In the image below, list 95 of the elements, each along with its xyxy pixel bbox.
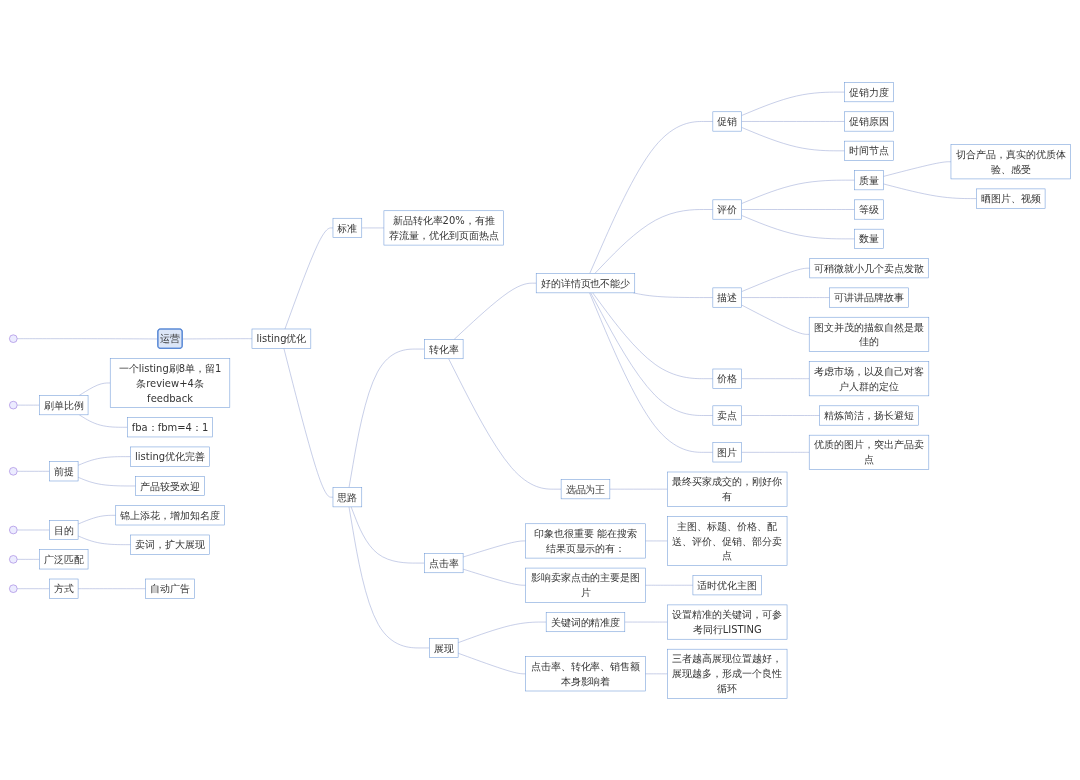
node-box: 选品为王	[560, 478, 611, 499]
node-box: 思路	[332, 486, 363, 507]
node-box: 目的	[49, 519, 79, 540]
node-box: 图文并茂的描叙自然是最佳的	[808, 316, 930, 352]
node-box: 适时优化主图	[692, 574, 762, 595]
connector	[589, 292, 714, 453]
connector	[589, 120, 714, 274]
connector	[77, 476, 136, 486]
node-box: 促销力度	[844, 81, 894, 102]
connector	[457, 621, 547, 643]
connector	[350, 506, 425, 563]
node-box: 点击率、转化率、销售额本身影响着	[525, 655, 646, 691]
connector	[645, 673, 668, 674]
connector	[77, 514, 117, 524]
connector	[741, 296, 830, 298]
node-box: 描述	[712, 287, 742, 308]
node-box: 关键词的精准度	[545, 611, 626, 632]
connector	[741, 414, 820, 416]
connector	[453, 282, 537, 340]
node-box: 好的详情页也不能少	[535, 272, 636, 293]
connector	[883, 183, 977, 199]
connector	[16, 558, 40, 560]
node-box: 精炼简洁，扬长避短	[819, 405, 919, 426]
node-box: 产品较受欢迎	[135, 475, 205, 496]
node-box: fba：fbm=4：1	[127, 416, 213, 437]
node-box: 刷单比例	[39, 394, 89, 415]
connector	[741, 91, 845, 116]
connector	[348, 348, 425, 488]
connector	[741, 208, 855, 210]
node-box: 评价	[712, 199, 742, 220]
node-box: 前提	[49, 460, 79, 481]
node-box: 可稍微就小几个卖点发散	[809, 257, 929, 278]
connector	[741, 120, 845, 122]
connector	[284, 227, 334, 329]
connector	[741, 451, 810, 453]
node-box: 自动广告	[145, 578, 195, 599]
node-box: 新品转化率20%，有推荐流量，优化到页面热点	[383, 210, 504, 245]
connector	[448, 358, 562, 489]
node-box: 考虑市场，以及自己对客户人群的定位	[808, 360, 930, 396]
node-box: 时间节点	[844, 140, 894, 161]
node-box: 优质的图片，突出产品卖点	[808, 434, 930, 470]
connector	[741, 126, 845, 151]
node-box: 锦上添花，增加知名度	[115, 504, 225, 525]
node-box: 可讲讲品牌故事	[829, 287, 909, 308]
node-box: 最终买家成交的，刚好你有	[667, 471, 788, 507]
connector	[883, 161, 952, 177]
node-box: 主图、标题、价格、配送、评价、促销、部分卖点	[667, 515, 788, 566]
connector	[77, 455, 131, 466]
connector	[77, 587, 146, 589]
connector	[16, 587, 50, 589]
connector	[283, 347, 334, 497]
connector	[592, 292, 714, 379]
node-box: 标准	[332, 217, 363, 238]
node-box: 数量	[854, 228, 884, 249]
connector	[462, 568, 526, 586]
connector	[741, 179, 855, 204]
node-box: 促销原因	[844, 111, 894, 131]
connector	[16, 404, 40, 405]
connector	[348, 506, 430, 648]
connector	[632, 292, 714, 298]
node-box: listing优化完善	[130, 446, 210, 467]
node-box: listing优化	[251, 328, 312, 349]
node-box: 促销	[712, 111, 742, 131]
connector	[457, 652, 526, 674]
connector	[590, 292, 714, 416]
node-box: 晒图片、视频	[976, 188, 1046, 209]
node-box: 方式	[49, 578, 79, 599]
connector	[182, 337, 253, 339]
node-box: 图片	[712, 441, 742, 462]
node-box: 一个listing刷8单，留1条review+4条feedback	[109, 357, 231, 408]
node-box: 三者越高展现位置越好，展现越多，形成一个良性循环	[667, 648, 788, 699]
node-box: 转化率	[424, 338, 464, 359]
node-box: 价格	[712, 368, 742, 389]
node-box: 点击率	[424, 552, 464, 573]
node-box: 广泛匹配	[39, 548, 89, 569]
node-box: 卖点	[712, 405, 742, 426]
connector	[609, 488, 668, 489]
node-box: 印象也很重要 能在搜索结果页显示的有：	[525, 523, 646, 558]
node-box: 质量	[854, 169, 884, 190]
node-box: 切合产品，真实的优质体验、感受	[950, 143, 1071, 179]
connector	[741, 267, 811, 292]
connector	[16, 470, 50, 472]
connector	[78, 414, 128, 428]
connector	[594, 208, 714, 274]
connector	[645, 584, 694, 586]
connector	[741, 377, 810, 379]
connector	[77, 535, 131, 545]
node-box: 等级	[854, 199, 884, 220]
node-box: 设置精准的关键词，可参考同行LISTING	[667, 604, 788, 640]
connector	[741, 214, 855, 239]
connector	[462, 540, 526, 557]
node-box: 影响卖家点击的主要是图片	[525, 567, 646, 603]
connector	[741, 304, 810, 335]
node-box: 展现	[429, 637, 459, 658]
node-box: 卖词，扩大展现	[130, 534, 210, 555]
